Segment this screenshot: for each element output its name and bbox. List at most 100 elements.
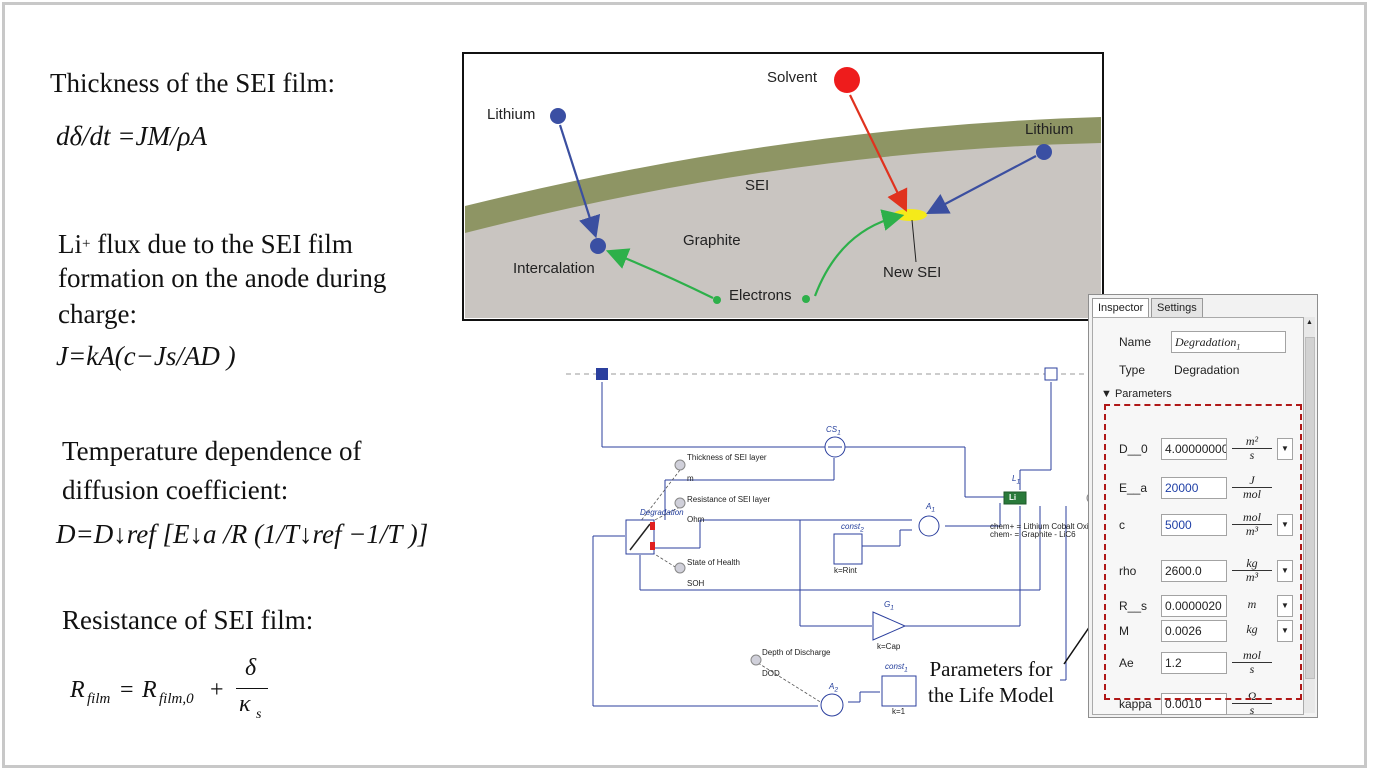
parameters-section-label: Parameters: [1114, 388, 1172, 400]
const1-label: const1: [885, 662, 908, 674]
param-label: D__0: [1119, 442, 1148, 456]
name-field[interactable]: Degradation1: [1171, 331, 1286, 353]
electron-particle-1: [713, 296, 721, 304]
soh-layer-label: State of Health: [687, 558, 740, 567]
param-value-field[interactable]: 20000: [1161, 477, 1227, 499]
adder-a2-block[interactable]: [820, 693, 844, 717]
thickness-unit-label: m: [687, 474, 694, 483]
thickness-equation: dδ/dt =JM/ρA: [56, 121, 207, 151]
resistance-heading: Resistance of SEI film:: [62, 605, 314, 635]
chevron-down-icon: ▼: [1281, 601, 1289, 610]
unit-denominator: s: [1249, 703, 1255, 717]
const2-block[interactable]: [833, 533, 863, 565]
param-label: R__s: [1119, 599, 1148, 613]
resistance-probe[interactable]: [674, 497, 686, 509]
unit-numerator: J: [1232, 474, 1272, 488]
param-value-field[interactable]: 5000: [1161, 514, 1227, 536]
parameters-highlight-box: [1104, 404, 1302, 700]
lithium-left-particle: [550, 108, 566, 124]
unit-numerator: kg: [1246, 622, 1258, 636]
unit-denominator: m³: [1245, 524, 1259, 538]
collapse-triangle-icon[interactable]: ▼: [1101, 388, 1112, 400]
scrollbar-thumb[interactable]: [1305, 337, 1315, 679]
param-value-field[interactable]: 0.0026: [1161, 620, 1227, 642]
parameters-section-header[interactable]: ▼ Parameters: [1101, 388, 1172, 400]
unit-dropdown-button[interactable]: ▼: [1277, 620, 1293, 642]
chevron-down-icon: ▼: [1281, 520, 1289, 529]
thickness-probe[interactable]: [674, 459, 686, 471]
param-label: rho: [1119, 564, 1137, 578]
dod-layer-label: Depth of Discharge: [762, 648, 831, 657]
flux-heading-rest: flux due to the SEI film: [90, 229, 353, 259]
name-label: Name: [1119, 335, 1152, 349]
li-block-label: Li: [1009, 493, 1017, 502]
tab-settings[interactable]: Settings: [1151, 298, 1203, 318]
chevron-down-icon: ▼: [1281, 566, 1289, 575]
input-port-block[interactable]: [596, 368, 608, 380]
tab-inspector[interactable]: Inspector: [1092, 298, 1150, 318]
r-film-symbol: R: [70, 677, 85, 703]
electron-sei-arrow: [813, 209, 905, 297]
output-port-block[interactable]: [1044, 367, 1058, 381]
inspector-panel: Inspector Settings Name Degradation1 Typ…: [1088, 294, 1318, 718]
k-1-label: k=1: [892, 707, 906, 716]
unit-dropdown-button[interactable]: ▼: [1277, 595, 1293, 617]
flux-heading-line2: formation on the anode during: [58, 263, 387, 293]
soh-unit-label: SOH: [687, 579, 705, 588]
param-value-field[interactable]: 2600.0: [1161, 560, 1227, 582]
a2-label: A2: [829, 682, 839, 694]
resistance-unit-label: Ohm: [687, 515, 705, 524]
a1-label: A1: [926, 502, 936, 514]
unit-dropdown-button[interactable]: ▼: [1277, 514, 1293, 536]
chevron-down-icon: ▼: [1281, 444, 1289, 453]
param-value-field[interactable]: 4.000000000: [1161, 438, 1227, 460]
unit-numerator: kg: [1232, 557, 1272, 571]
unit-numerator: mol: [1232, 649, 1272, 663]
sei-label: SEI: [745, 177, 770, 194]
unit-dropdown-button[interactable]: ▼: [1277, 438, 1293, 460]
sei-diagram: [465, 67, 1101, 318]
kappa-subscript: s: [256, 707, 262, 722]
intercalation-label: Intercalation: [513, 260, 595, 277]
new-sei-leader: [911, 219, 917, 263]
li-battery-block[interactable]: [1003, 491, 1027, 505]
unit-denominator: s: [1249, 448, 1255, 462]
param-label: kappa: [1119, 697, 1152, 711]
unit-denominator: m³: [1245, 570, 1259, 584]
const1-block[interactable]: [881, 675, 917, 707]
kappa-denominator: κ: [239, 691, 251, 717]
unit-numerator: m²: [1232, 435, 1272, 449]
type-label: Type: [1119, 363, 1146, 377]
gain-g1-block[interactable]: [872, 611, 907, 641]
soh-probe[interactable]: [674, 562, 686, 574]
scroll-up-icon[interactable]: ▲: [1306, 319, 1313, 326]
new-sei-spot: [893, 209, 927, 221]
resistance-layer-label: Resistance of SEI layer: [687, 495, 771, 504]
dod-probe[interactable]: [750, 654, 762, 666]
r-film0-subscript: film,0: [159, 691, 194, 707]
delta-numerator: δ: [245, 655, 257, 681]
param-value-field[interactable]: 1.2: [1161, 652, 1227, 674]
flux-equation: J=kA(c−Js/AD ): [56, 341, 236, 371]
equals-sign: =: [120, 677, 134, 703]
unit-dropdown-button[interactable]: ▼: [1277, 560, 1293, 582]
electron-intercalation-arrow: [605, 248, 714, 299]
electron-particle-2: [802, 295, 810, 303]
param-value-field[interactable]: 0.0000020: [1161, 595, 1227, 617]
chem-negative-label: chem- = Graphite - LiC6: [990, 530, 1076, 539]
k-rint-label: k=Rint: [834, 566, 857, 575]
inspector-scrollbar[interactable]: ▲: [1304, 317, 1315, 713]
flux-heading-line3: charge:: [58, 299, 137, 329]
unit-numerator: Ω: [1232, 690, 1272, 704]
unit-denominator: s: [1249, 662, 1255, 676]
param-label: M: [1119, 624, 1129, 638]
adder-a1-block[interactable]: [918, 515, 940, 537]
solvent-label: Solvent: [767, 69, 818, 86]
lithium-left-label: Lithium: [487, 106, 536, 123]
